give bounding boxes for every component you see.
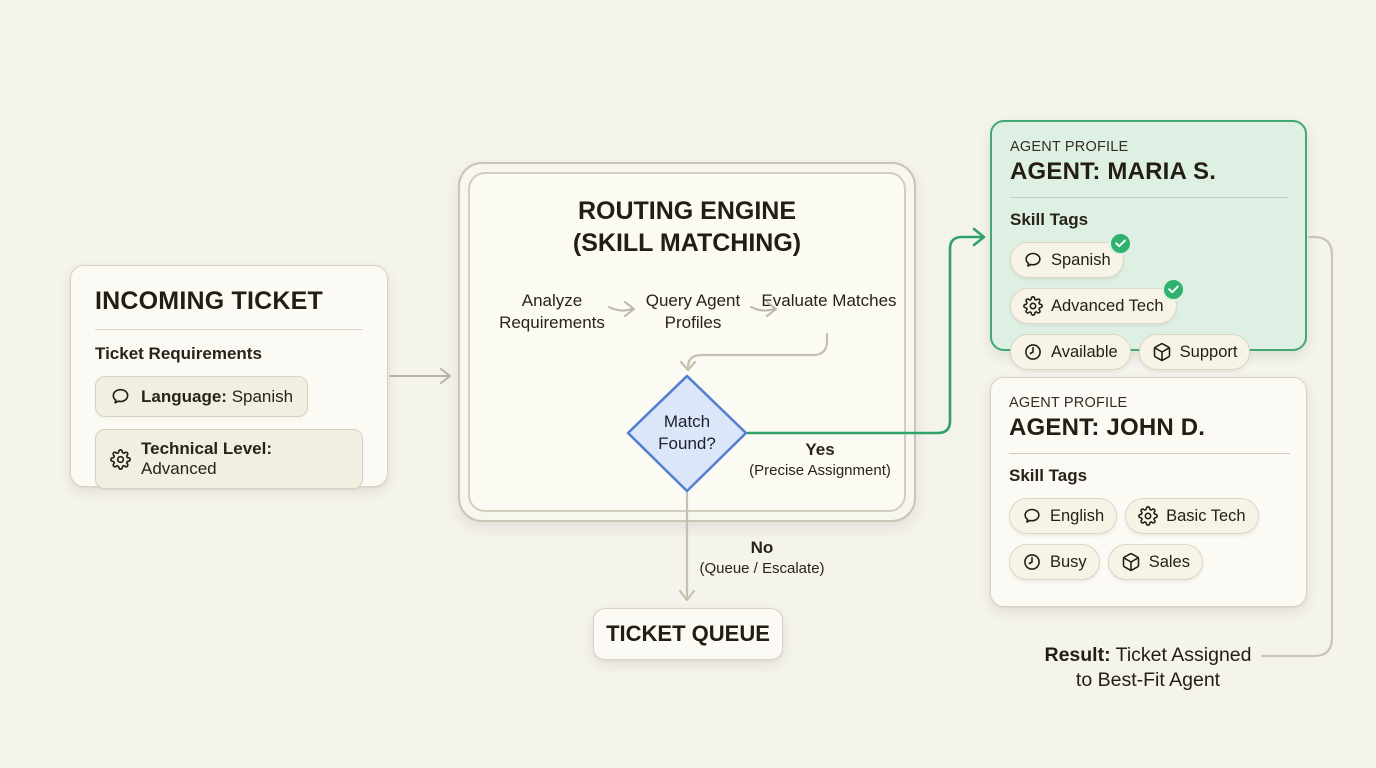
skill-pill-available: Available — [1010, 334, 1131, 370]
requirement-tag-label: Technical Level: Advanced — [141, 439, 273, 478]
skill-pill-label: Basic Tech — [1166, 506, 1246, 525]
gear-icon — [1138, 506, 1159, 526]
clock-icon — [1023, 342, 1043, 362]
clock-icon — [1022, 552, 1042, 572]
ticket-queue-title: TICKET QUEUE — [606, 621, 770, 646]
skill-pill-busy: Busy — [1009, 544, 1100, 580]
speech-bubble-icon — [1023, 250, 1043, 270]
skill-tags-label: Skill Tags — [1009, 466, 1088, 485]
decision-label: Match Found? — [658, 412, 716, 453]
skill-pill-label: English — [1050, 506, 1105, 525]
agent-card-maria: AGENT PROFILE AGENT: MARIA S. Skill Tags… — [990, 120, 1307, 370]
gear-icon — [110, 448, 131, 470]
skill-pill-label: Spanish — [1051, 250, 1111, 269]
routing-engine-title: ROUTING ENGINE (SKILL MATCHING) — [572, 197, 802, 257]
gear-icon — [1023, 296, 1043, 316]
speech-bubble-icon — [1022, 506, 1042, 526]
divider — [95, 329, 363, 330]
package-icon — [1121, 552, 1141, 572]
incoming-ticket-title: INCOMING TICKET — [95, 287, 323, 315]
incoming-ticket-card: INCOMING TICKET Ticket Requirements Lang… — [70, 265, 388, 489]
skill-pill-label: Advanced Tech — [1051, 296, 1164, 315]
divider — [1009, 453, 1290, 454]
engine-step-analyze: Analyze Requirements — [499, 291, 605, 332]
skill-pill-label: Sales — [1148, 552, 1190, 571]
skill-pill-english: English — [1009, 498, 1118, 534]
agent-profile-kicker: AGENT PROFILE — [1010, 139, 1129, 155]
requirement-tags: Language: Spanish Technical Level: Advan… — [95, 376, 363, 489]
check-badge-icon — [1161, 278, 1185, 301]
agent-profile-kicker: AGENT PROFILE — [1009, 395, 1128, 411]
agent-name-title: AGENT: JOHN D. — [1009, 414, 1206, 441]
agent-card-john: AGENT PROFILE AGENT: JOHN D. Skill Tags … — [990, 377, 1307, 607]
skill-pill-label: Support — [1179, 342, 1238, 361]
skill-pill-label: Busy — [1050, 552, 1087, 571]
engine-step-query: Query Agent Profiles — [645, 291, 741, 332]
result-caption: Result: Ticket Assigned to Best-Fit Agen… — [1044, 644, 1252, 691]
branch-yes-label: Yes (Precise Assignment) — [749, 440, 891, 479]
requirement-tag-technical-level: Technical Level: Advanced — [95, 429, 363, 489]
skill-pill-sales: Sales — [1107, 544, 1203, 580]
skill-pill-advanced-tech: Advanced Tech — [1010, 278, 1185, 324]
skill-tags-label: Skill Tags — [1010, 210, 1089, 229]
check-badge-icon — [1108, 232, 1132, 255]
requirement-tag-label: Language: Spanish — [141, 386, 294, 406]
package-icon — [1152, 342, 1172, 362]
skill-pill-basic-tech: Basic Tech — [1125, 498, 1259, 534]
arrow-incoming-to-engine — [389, 368, 451, 384]
speech-bubble-icon — [110, 386, 131, 407]
branch-no-label: No (Queue / Escalate) — [699, 538, 825, 577]
skill-pill-support: Support — [1138, 334, 1251, 370]
ticket-requirements-label: Ticket Requirements — [95, 344, 262, 363]
skill-pills: Spanish Advanced Tech Available — [1010, 232, 1289, 370]
agent-name-title: AGENT: MARIA S. — [1010, 158, 1217, 185]
engine-step-evaluate: Evaluate Matches — [761, 291, 897, 310]
skill-pill-spanish: Spanish — [1010, 232, 1132, 278]
divider — [1010, 197, 1289, 198]
ticket-queue-card: TICKET QUEUE — [593, 608, 783, 660]
skill-pill-label: Available — [1051, 342, 1118, 361]
requirement-tag-language: Language: Spanish — [95, 376, 309, 417]
skill-pills: English Basic Tech Busy Sales — [1009, 498, 1290, 580]
